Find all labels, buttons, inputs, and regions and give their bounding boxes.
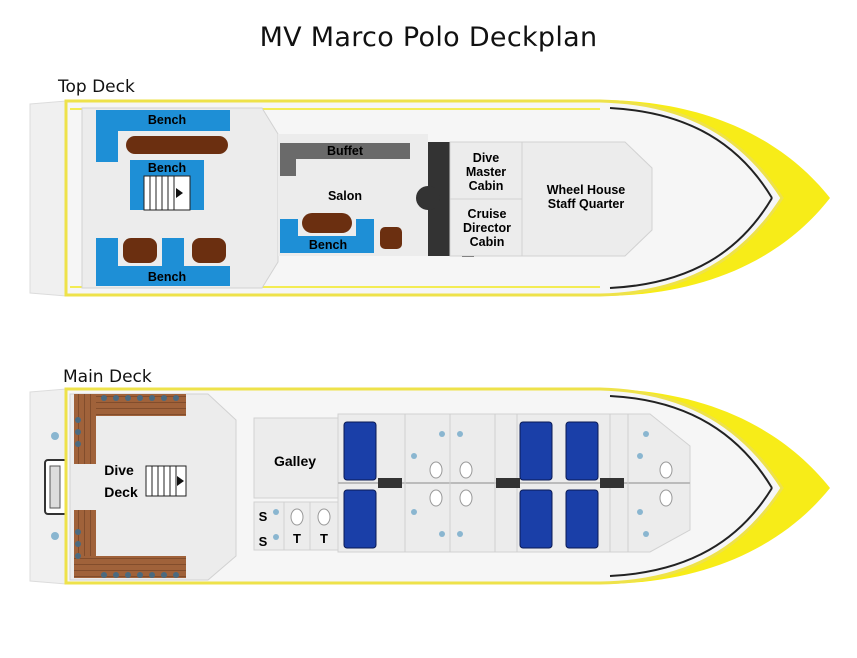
cruise-director-line-3: Cabin [470,235,505,249]
bench-top [96,110,230,131]
salon-bench [280,219,374,253]
toilet-1-label: T [293,531,301,546]
dive-bench-bottom [74,556,186,578]
bench-bottom [96,266,230,286]
stairs-arrow-icon [177,476,184,486]
tank-row [75,395,179,578]
shower-1-label: S [259,509,268,524]
toilet-2-label: T [320,531,328,546]
shower-2-label: S [259,534,268,549]
buffet-counter [280,143,410,176]
cruise-director-cabin [449,198,523,257]
main-deck: Dive Deck Galley S S T T [29,387,830,585]
salon-side-table [380,227,402,249]
wheel-house [521,141,653,257]
dive-deck-line-1: Dive [104,462,134,478]
main-deck-label: Main Deck [63,367,152,387]
table-top [126,136,228,154]
bench-top-side [96,110,118,162]
tank-icon [51,532,59,540]
bench-middle-label: Bench [148,161,186,175]
dive-bench-left-upper [74,394,96,464]
top-stern [29,100,67,297]
top-deck-label: Top Deck [58,77,135,97]
wheel-house-line-2: Staff Quarter [548,197,625,211]
top-stairs [143,175,191,211]
top-deck: Bench Bench Bench Buffet Salon Bench [29,99,830,297]
galley-label: Galley [274,453,316,469]
dive-master-line-1: Dive [473,151,499,165]
buffet-label: Buffet [327,144,364,158]
wall-door-icon [416,186,440,210]
salon-label: Salon [328,189,362,203]
shower-block [253,501,285,551]
cabin-toilets [429,461,673,507]
salon-bench-label: Bench [309,238,347,252]
dive-master-line-3: Cabin [469,179,504,193]
stairs-arrow-icon [176,188,183,198]
wheel-house-line-1: Wheel House [547,183,626,197]
page-title: MV Marco Polo Deckplan [259,22,598,53]
top-bow-line-upper [609,107,773,199]
sink-icon [273,509,279,515]
bench-bottom-label: Bench [148,270,186,284]
dive-master-cabin [449,141,523,200]
bench-top-label: Bench [148,113,186,127]
top-bow-line-lower [609,197,773,289]
corridor-steps [378,478,624,488]
table-bottom-left [123,238,157,263]
table-bottom-right [192,238,226,263]
top-stairs-steps [149,176,175,210]
salon-table [302,213,352,233]
dive-master-line-2: Master [466,165,506,179]
galley [253,417,339,499]
sink-icon [273,534,279,540]
toilet-icon [317,508,331,526]
cabin-beds [343,421,599,549]
cruise-director-line-2: Director [463,221,511,235]
cabin-sinks [411,431,649,537]
tank-icon [51,432,59,440]
dive-deck-line-2: Deck [104,484,138,500]
cruise-director-line-1: Cruise [468,207,507,221]
toilet-icon [290,508,304,526]
